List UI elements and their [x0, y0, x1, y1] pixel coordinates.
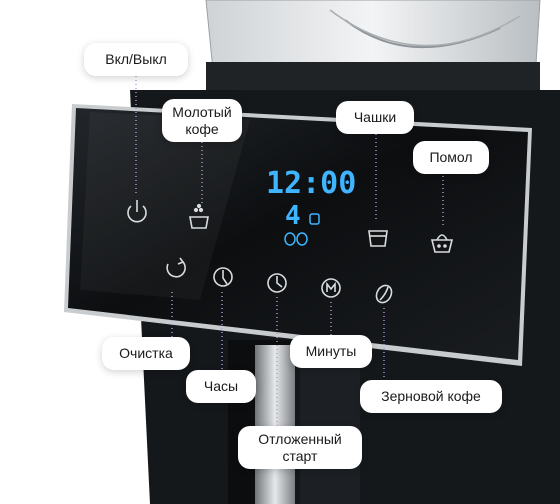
- cups-readout: 4: [285, 201, 301, 231]
- beans-indicator-icon: [284, 232, 308, 246]
- clock-hand-icon[interactable]: [213, 267, 233, 287]
- callout-cleaning: Очистка: [102, 337, 190, 370]
- callout-grind: Помол: [413, 141, 489, 174]
- bean-hopper: [205, 0, 541, 96]
- guide-lines: [135, 76, 444, 428]
- cup-indicator-icon: [309, 213, 320, 225]
- callout-beans: Зерновой кофе: [360, 380, 502, 413]
- callout-minutes: Минуты: [290, 335, 372, 368]
- clock-icon[interactable]: [267, 273, 287, 293]
- ground-coffee-icon[interactable]: [189, 203, 209, 229]
- bean-icon[interactable]: [373, 283, 394, 306]
- callout-delayed-start: Отложенный старт: [238, 426, 362, 469]
- callout-cups: Чашки: [336, 101, 414, 134]
- grind-icon[interactable]: [430, 234, 454, 253]
- led-display: 12:00 4: [266, 166, 356, 246]
- callout-ground-coffee: Молотый кофе: [162, 99, 242, 142]
- cleaning-icon[interactable]: [166, 257, 186, 278]
- power-icon[interactable]: [127, 200, 147, 223]
- callout-power: Вкл/Выкл: [84, 43, 188, 76]
- cup-icon[interactable]: [368, 230, 388, 247]
- time-readout: 12:00: [266, 166, 356, 201]
- minutes-icon[interactable]: [321, 278, 341, 298]
- callout-clock: Часы: [186, 370, 256, 403]
